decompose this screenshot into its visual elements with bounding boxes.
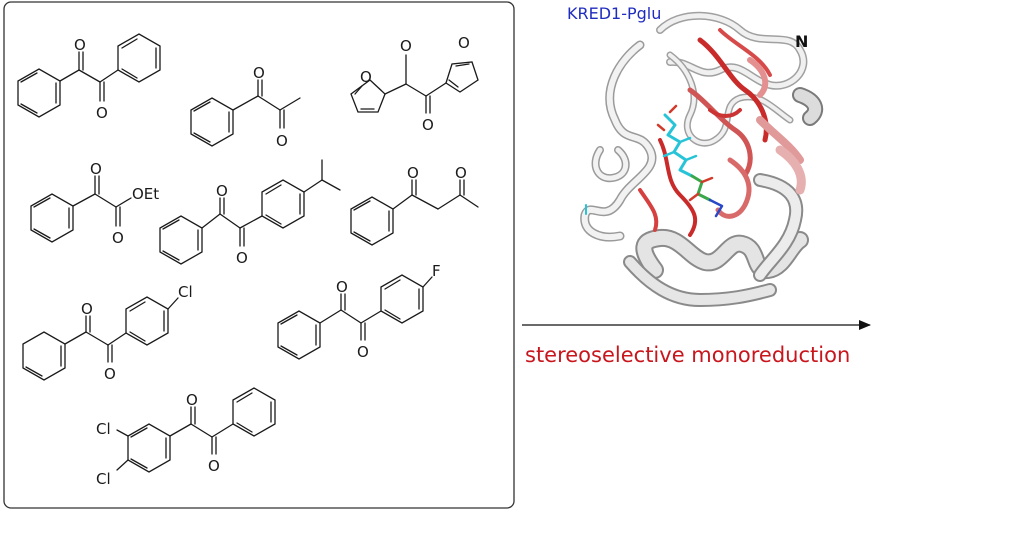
atom-label-chlorine: Cl — [178, 283, 193, 301]
substrate-benzil: O O — [17, 33, 161, 122]
atom-label-oxygen: O — [458, 34, 470, 52]
atom-label-oxygen: O — [208, 457, 220, 475]
substrate-isopropylbenzil: O O — [159, 159, 341, 267]
atom-label-oxygen: O — [236, 249, 248, 267]
protein-name: KRED1-Pglu — [567, 4, 661, 23]
atom-label-oxygen: O — [400, 37, 412, 55]
atom-label-oxygen: O — [253, 64, 265, 82]
atom-label-oxygen: O — [216, 182, 228, 200]
protein-structure — [580, 11, 824, 307]
substrate-furoin: O O O O — [350, 34, 479, 134]
atom-label-oxygen: O — [276, 132, 288, 150]
n-terminus-label: N — [795, 32, 808, 51]
atom-label-oxygen: O — [96, 104, 108, 122]
atom-label-oxygen: O — [90, 160, 102, 178]
substrate-panel — [3, 1, 515, 509]
atom-label-oxygen: O — [186, 391, 198, 409]
substrate-chlorobenzil: O O Cl — [22, 283, 193, 383]
atom-label-fluorine: F — [432, 262, 441, 280]
atom-label-oxygen: O — [407, 164, 419, 182]
atom-label-chlorine: Cl — [96, 420, 111, 438]
atom-label-oxygen: O — [360, 68, 372, 86]
atom-label-oxygen: O — [112, 229, 124, 247]
atom-label-oxygen: O — [81, 300, 93, 318]
substrate-phenylbutanedione: O O — [350, 164, 479, 246]
atom-label-oxygen: O — [104, 365, 116, 383]
atom-label-oxygen: O — [455, 164, 467, 182]
atom-label-oxygen: O — [336, 278, 348, 296]
substrate-ethyl-benzoylformate: O O OEt — [30, 160, 159, 247]
atom-label-oxygen: O — [422, 116, 434, 134]
atom-label-ethoxy: OEt — [132, 185, 159, 203]
substrate-dichlorobenzil: O O Cl Cl — [96, 387, 276, 488]
substrate-phenylpropanedione: O O — [190, 64, 301, 150]
reaction-label: stereoselective monoreduction — [525, 343, 850, 367]
atom-label-oxygen: O — [357, 343, 369, 361]
substrate-fluorobenzil: O O F — [277, 262, 441, 361]
atom-label-oxygen: O — [74, 36, 86, 54]
atom-label-chlorine: Cl — [96, 470, 111, 488]
